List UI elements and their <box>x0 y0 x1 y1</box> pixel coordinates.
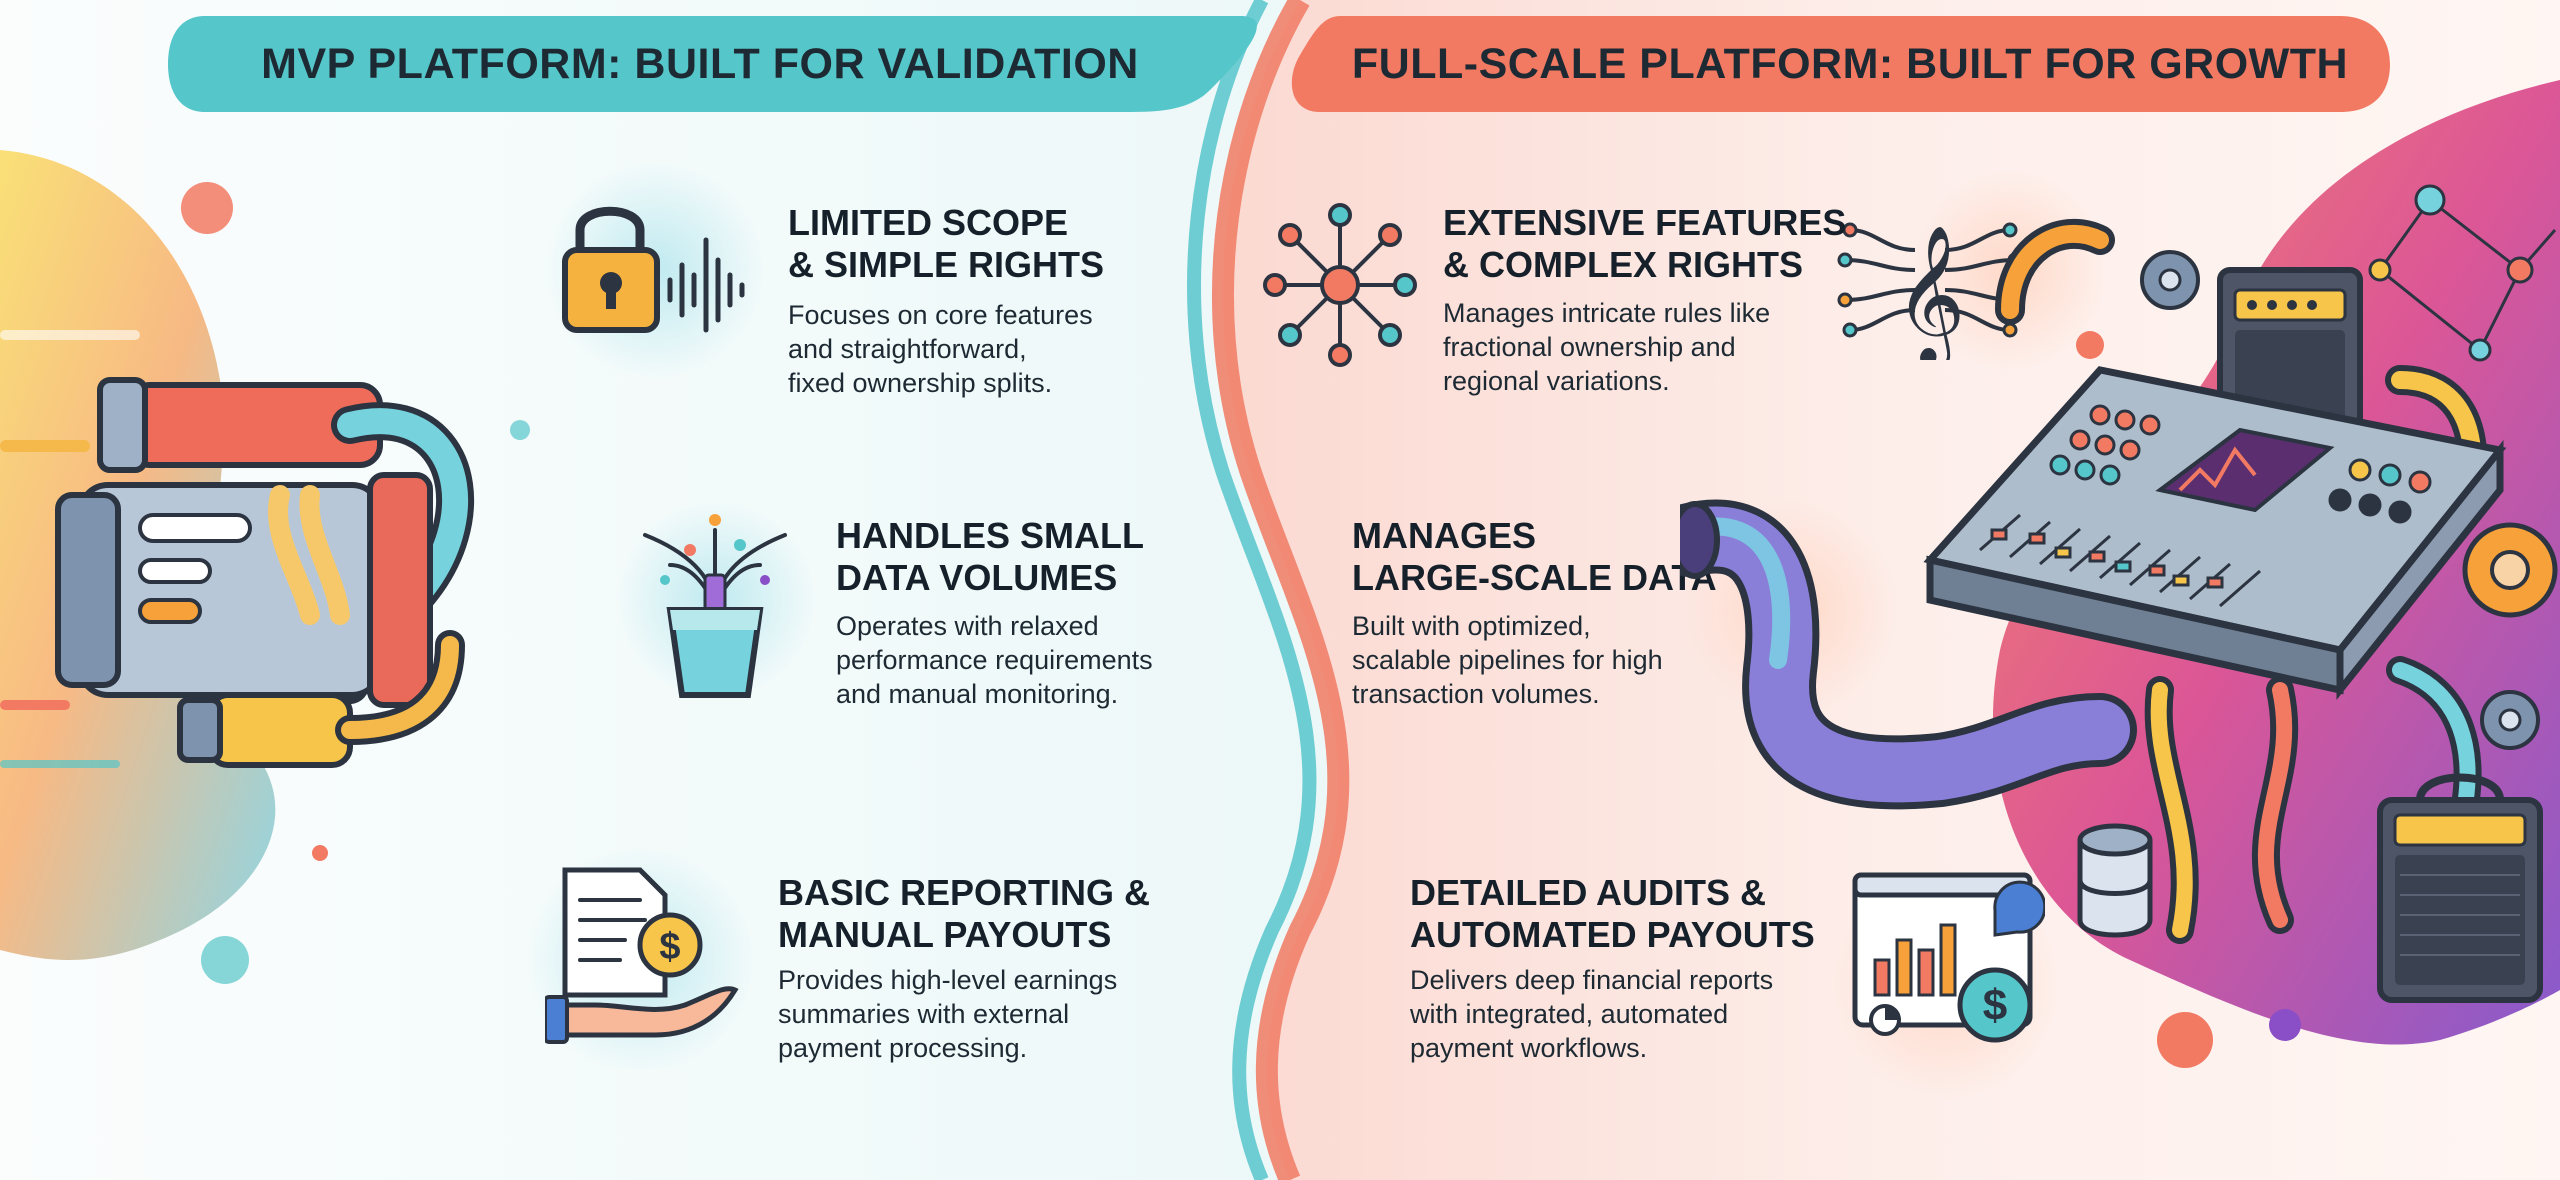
padlock-soundwave-icon <box>555 195 765 345</box>
document-payment-hand-icon: $ <box>545 865 745 1045</box>
left-item3-title-line2: MANUAL PAYOUTS <box>778 914 1112 955</box>
left-item1-desc-line2: and straightforward, <box>788 334 1027 364</box>
svg-text:$: $ <box>1983 981 2007 1030</box>
right-item1-desc-line3: regional variations. <box>1443 366 1670 396</box>
left-item1-title-line1: LIMITED SCOPE <box>788 202 1069 243</box>
right-item3-desc-line3: payment workflows. <box>1410 1033 1648 1063</box>
left-item2-desc-line3: and manual monitoring. <box>836 679 1119 709</box>
left-item2-desc-line1: Operates with relaxed <box>836 611 1099 641</box>
svg-text:𝄞: 𝄞 <box>1895 225 1966 360</box>
left-banner-title: MVP PLATFORM: BUILT FOR VALIDATION <box>261 39 1139 88</box>
financial-report-dollar-icon: $ <box>1845 870 2045 1050</box>
left-item1-title-line2: & SIMPLE RIGHTS <box>788 244 1105 285</box>
left-item3-desc-line2: summaries with external <box>778 999 1070 1029</box>
right-banner-bg <box>1291 16 2390 112</box>
right-item1-title-line2: & COMPLEX RIGHTS <box>1443 244 1804 285</box>
right-item1-title-line1: EXTENSIVE FEATURES <box>1443 202 1847 243</box>
left-item3-title-line1: BASIC REPORTING & <box>778 872 1151 913</box>
right-item1-desc-line1: Manages intricate rules like <box>1443 298 1771 328</box>
right-item3-desc-line2: with integrated, automated <box>1410 999 1729 1029</box>
network-nodes-icon <box>1260 200 1420 370</box>
right-banner-title: FULL-SCALE PLATFORM: BUILT FOR GROWTH <box>1351 39 2349 88</box>
left-item2-title-line2: DATA VOLUMES <box>836 557 1118 598</box>
right-item2-title-line2: LARGE-SCALE DATA <box>1352 557 1717 598</box>
left-banner-bg <box>168 16 1257 112</box>
right-item1-desc-line2: fractional ownership and <box>1443 332 1736 362</box>
small-data-bucket-icon <box>630 505 800 705</box>
mixing-console-pipeline-illustration <box>1680 130 2560 1050</box>
right-item3-title-line2: AUTOMATED PAYOUTS <box>1410 914 1815 955</box>
svg-text:$: $ <box>659 926 680 968</box>
left-item3-desc-line3: payment processing. <box>778 1033 1028 1063</box>
right-item2-desc-line1: Built with optimized, <box>1352 611 1591 641</box>
left-item2-desc-line2: performance requirements <box>836 645 1153 675</box>
right-item2-desc-line3: transaction volumes. <box>1352 679 1600 709</box>
right-item2-desc-line2: scalable pipelines for high <box>1352 645 1663 675</box>
right-item3-desc-line1: Delivers deep financial reports <box>1410 965 1774 995</box>
treble-clef-network-icon: 𝄞 <box>1835 200 2025 360</box>
left-item2-title-line1: HANDLES SMALL <box>836 515 1144 556</box>
left-item1-desc-line3: fixed ownership splits. <box>788 368 1053 398</box>
left-item3-desc-line1: Provides high-level earnings <box>778 965 1118 995</box>
right-item2-title-line1: MANAGES <box>1352 515 1537 556</box>
compact-engine-illustration <box>50 345 570 795</box>
right-item3-title-line1: DETAILED AUDITS & <box>1410 872 1766 913</box>
left-item1-desc-line1: Focuses on core features <box>788 300 1093 330</box>
